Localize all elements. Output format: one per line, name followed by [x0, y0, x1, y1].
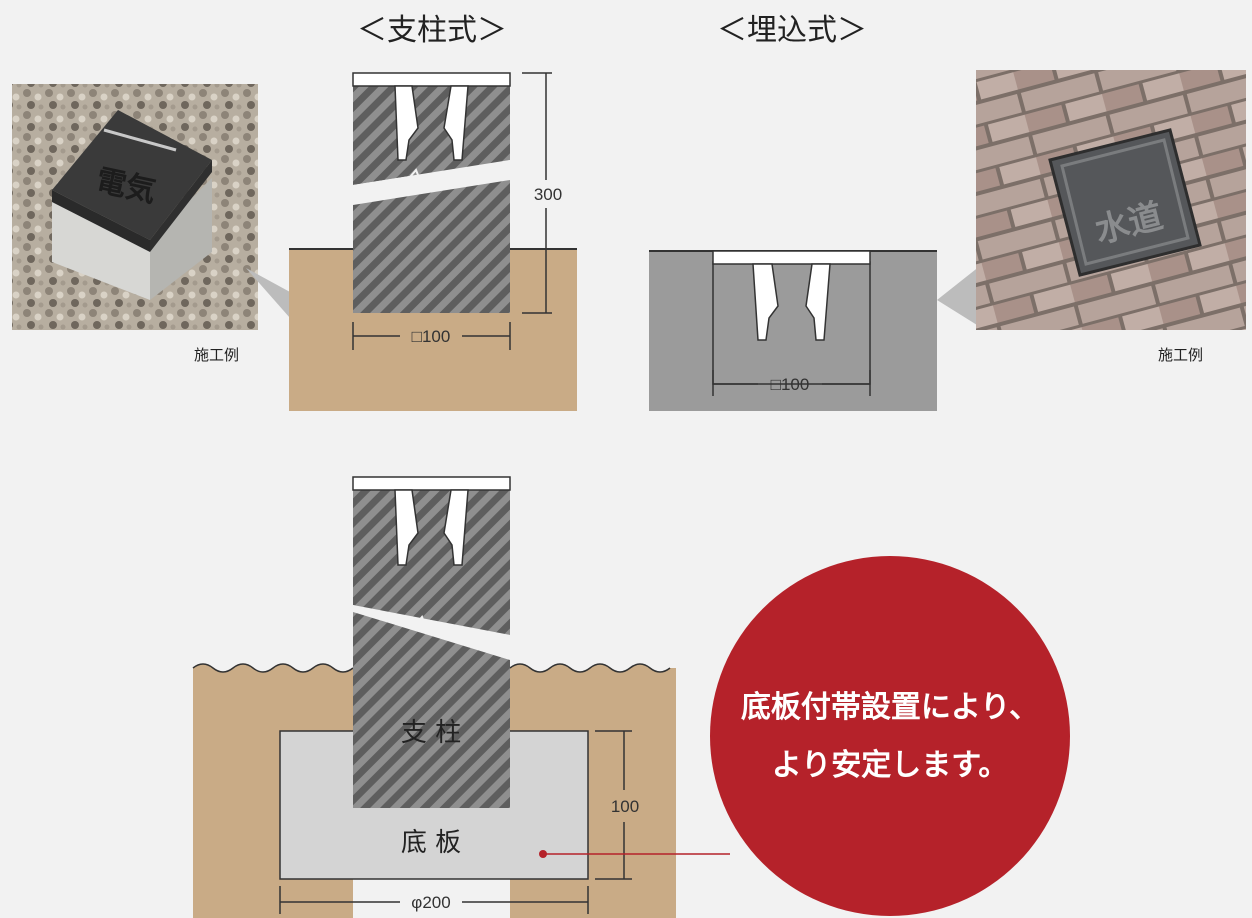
- dimension-embedded-width: □100: [771, 375, 810, 394]
- callout-circle: [710, 556, 1070, 916]
- pillar-lower-section: [353, 180, 510, 313]
- caption-example-right: 施工例: [1158, 346, 1203, 364]
- title-embedded-type: ＜埋込式＞: [717, 13, 867, 48]
- pointer-wedge-left: [246, 268, 290, 318]
- embedded-cap: [712, 250, 871, 265]
- callout-line-1: 底板付帯設置により、: [741, 690, 1039, 725]
- pillar-type-diagram: 300 □100: [289, 72, 577, 411]
- pillar-upper-section: [353, 85, 510, 185]
- embedded-type-diagram: □100: [649, 250, 937, 411]
- pointer-wedge-right: [937, 262, 985, 330]
- pillar-lower-section: [353, 612, 510, 808]
- marker-cap: [352, 72, 511, 87]
- title-pillar-type: ＜支柱式＞: [357, 13, 507, 48]
- label-pillar: 支 柱: [401, 718, 461, 748]
- base-plate-diagram: 支 柱 底 板 100 φ200: [192, 476, 730, 918]
- photo-embedded-example: 水道: [976, 70, 1246, 330]
- caption-example-left: 施工例: [194, 346, 239, 364]
- dimension-base-height: 100: [611, 797, 639, 816]
- photo-pillar-example: 電気: [12, 84, 258, 330]
- pillar-upper-section: [353, 490, 510, 635]
- label-base-plate: 底 板: [401, 828, 461, 858]
- callout-line-2: より安定します。: [772, 748, 1008, 783]
- dimension-pillar-height: 300: [534, 185, 562, 204]
- dimension-pillar-width: □100: [412, 327, 451, 346]
- dimension-base-diameter: φ200: [411, 893, 450, 912]
- marker-cap: [352, 476, 511, 491]
